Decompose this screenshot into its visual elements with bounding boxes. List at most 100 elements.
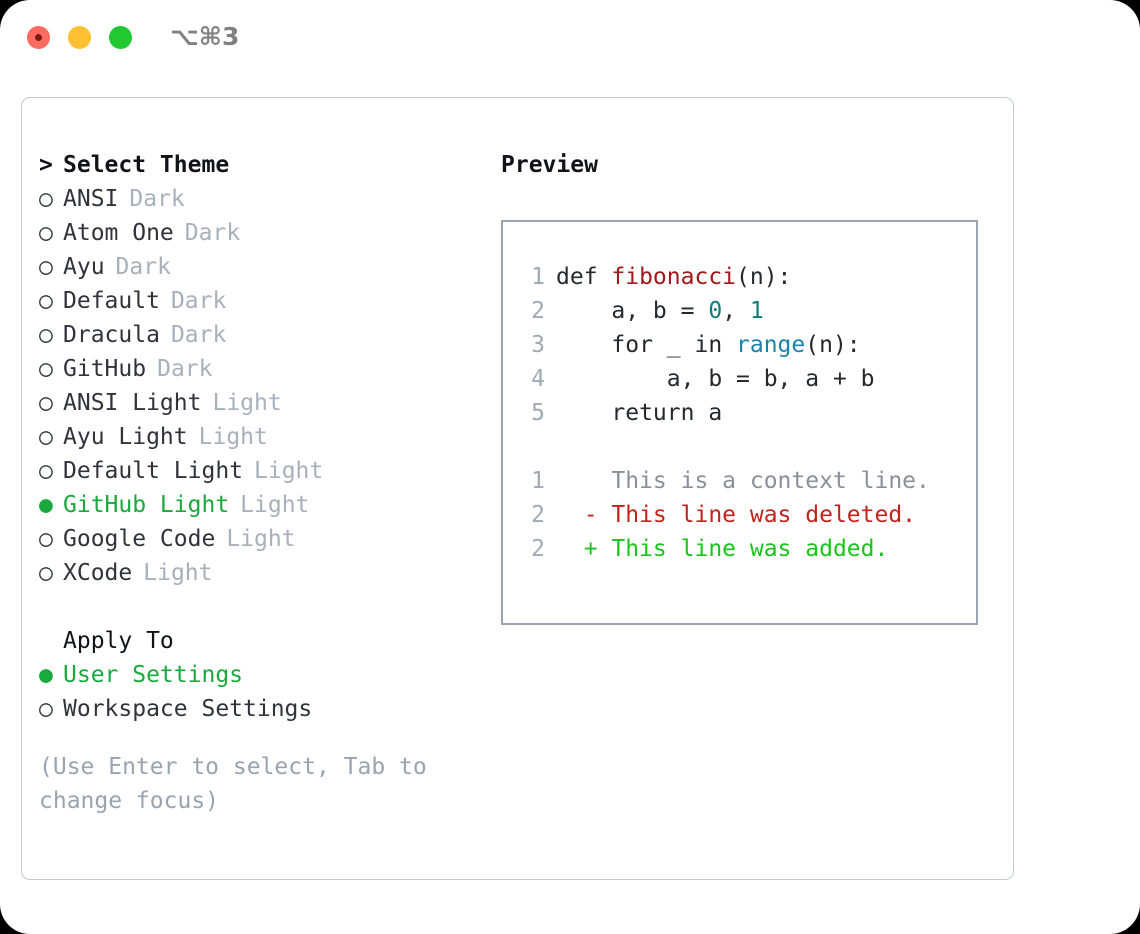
apply-to-title: Apply To [63,628,174,654]
code-line: 5 return a [523,396,976,430]
radio-unselected-icon[interactable]: ○ [39,220,53,246]
theme-name-label: Default [63,288,160,314]
keyboard-hint-text: (Use Enter to select, Tab to change focu… [39,754,427,814]
code-token: return a [556,400,723,426]
radio-unselected-icon[interactable]: ○ [39,254,53,280]
radio-selected-icon[interactable]: ● [39,662,53,688]
code-token: fibonacci [611,264,737,290]
theme-name-label: GitHub Light [63,492,230,518]
radio-unselected-icon[interactable]: ○ [39,458,53,484]
theme-name-label: XCode [63,560,133,586]
theme-kind-badge: Light [212,390,282,416]
code-token: a, b = b, a + b [556,366,875,392]
theme-kind-badge: Dark [115,254,171,280]
theme-name-label: Atom One [63,220,174,246]
theme-name-label: Google Code [63,526,216,552]
line-number: 2 [531,502,545,528]
apply-to-option[interactable]: ○ Workspace Settings [39,692,479,726]
preview-title: Preview [501,152,598,178]
code-token: , [722,298,750,324]
theme-kind-badge: Light [198,424,268,450]
theme-name-label: Ayu Light [63,424,188,450]
code-token: (n): [805,332,861,358]
apply-to-options: ● User Settings ○ Workspace Settings [39,658,479,726]
diff-content: This is a context line. [556,468,930,494]
code-line: 4 a, b = b, a + b [523,362,976,396]
theme-kind-badge: Dark [184,220,241,246]
theme-kind-badge: Light [254,458,324,484]
code-token: (n): [736,264,792,290]
theme-kind-badge: Light [143,560,213,586]
theme-list-item[interactable]: ○ Atom One Dark [39,216,479,250]
radio-selected-icon[interactable]: ● [39,492,53,518]
theme-name-label: ANSI [63,186,119,212]
diff-sample: 1 This is a context line.2 - This line w… [523,464,976,566]
radio-unselected-icon[interactable]: ○ [39,424,53,450]
apply-to-option[interactable]: ● User Settings [39,658,479,692]
theme-name-label: ANSI Light [63,390,202,416]
radio-unselected-icon[interactable]: ○ [39,390,53,416]
diff-line: 2 + This line was added. [523,532,976,566]
radio-unselected-icon[interactable]: ○ [39,356,53,382]
theme-list-item[interactable]: ○ ANSI Dark [39,182,479,216]
line-number: 5 [531,400,545,426]
code-token: for _ in [556,332,737,358]
theme-name-label: Default Light [63,458,244,484]
apply-to-option-label: Workspace Settings [63,696,313,722]
zoom-button-icon[interactable] [109,26,132,49]
diff-content: + This line was added. [556,536,889,562]
line-number: 2 [531,298,545,324]
apply-to-header: Apply To [39,624,479,658]
radio-unselected-icon[interactable]: ○ [39,526,53,552]
list-spacer [39,590,479,624]
radio-unselected-icon[interactable]: ○ [39,186,53,212]
radio-unselected-icon[interactable]: ○ [39,560,53,586]
code-token: def [556,264,612,290]
theme-list-item[interactable]: ○ Ayu Light Light [39,420,479,454]
theme-name-label: Ayu [63,254,105,280]
keyboard-shortcut-label: ⌥⌘3 [170,22,240,51]
theme-list-item[interactable]: ○ Ayu Dark [39,250,479,284]
code-token: 0 [708,298,723,324]
theme-name-label: GitHub [63,356,147,382]
diff-content: - This line was deleted. [556,502,917,528]
close-button-icon[interactable] [27,26,50,49]
theme-kind-badge: Light [226,526,296,552]
code-diff-spacer [523,430,976,464]
diff-line: 1 This is a context line. [523,464,976,498]
window-controls [27,26,132,49]
radio-unselected-icon[interactable]: ○ [39,288,53,314]
code-line: 2 a, b = 0, 1 [523,294,976,328]
line-number: 2 [531,536,545,562]
title-bar: ⌥⌘3 [0,0,1140,76]
apply-to-option-label: User Settings [63,662,244,688]
minimize-button-icon[interactable] [68,26,91,49]
radio-unselected-icon[interactable]: ○ [39,322,53,348]
prompt-caret-icon: > [39,152,53,178]
theme-list-item[interactable]: ○ ANSI Light Light [39,386,479,420]
theme-list-item[interactable]: ○ XCode Light [39,556,479,590]
theme-kind-badge: Dark [157,356,213,382]
theme-kind-badge: Dark [129,186,185,212]
theme-list-item[interactable]: ○ Google Code Light [39,522,479,556]
code-token: range [736,332,806,358]
theme-kind-badge: Dark [170,322,227,348]
theme-list-item[interactable]: ○ Default Dark [39,284,479,318]
theme-list-item[interactable]: ○ Default Light Light [39,454,479,488]
line-number: 1 [531,468,545,494]
select-theme-title: Select Theme [63,152,230,178]
theme-kind-badge: Dark [170,288,227,314]
diff-line: 2 - This line was deleted. [523,498,976,532]
theme-list-item[interactable]: ○ GitHub Dark [39,352,479,386]
radio-unselected-icon[interactable]: ○ [39,696,53,722]
